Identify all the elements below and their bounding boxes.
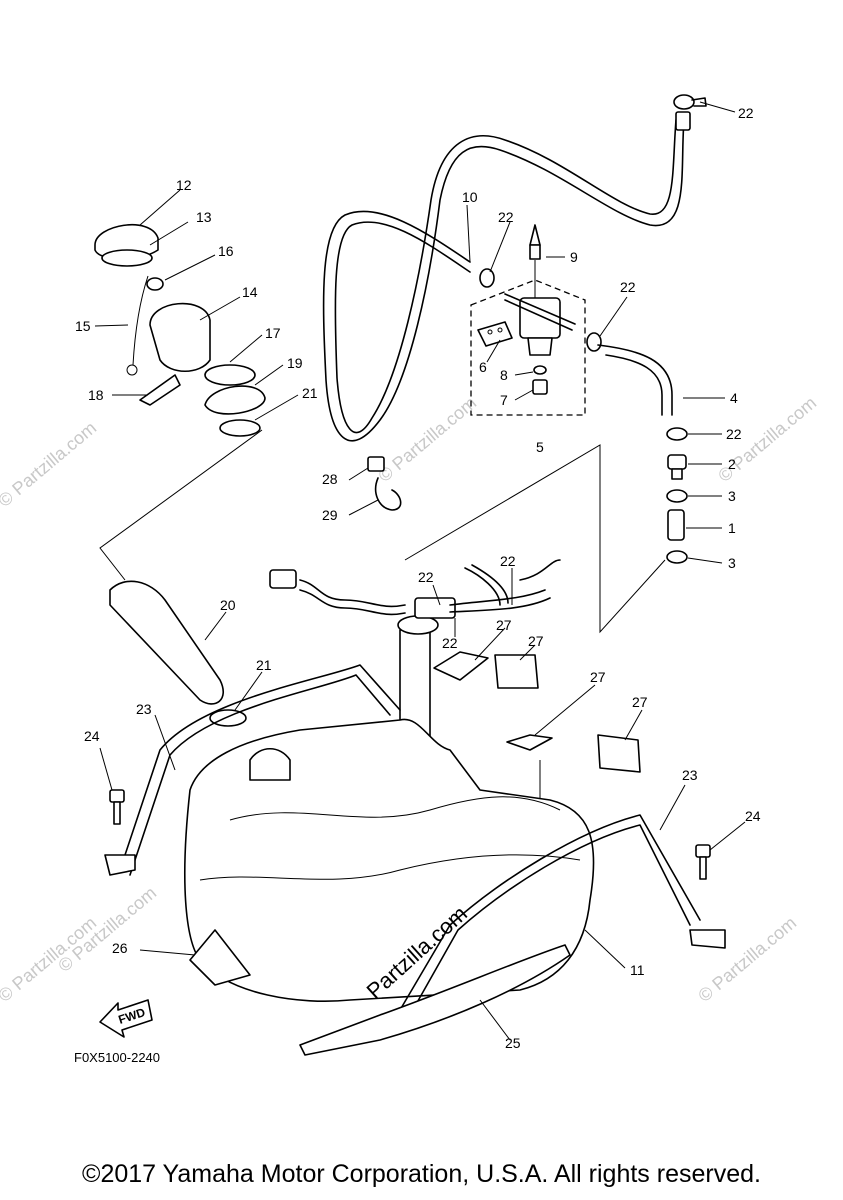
- joint-parts-stack: [666, 427, 688, 564]
- hose-clamp: [209, 709, 247, 727]
- callout-25: 25: [505, 1035, 521, 1051]
- vent-hose: [322, 119, 685, 442]
- filter-clamps: [479, 268, 602, 352]
- filler-hose: [109, 580, 224, 705]
- callout-24: 24: [84, 728, 100, 744]
- callout-leaders: [94, 101, 746, 1041]
- callout-15: 15: [75, 318, 91, 334]
- hose-clamp-top: [673, 94, 707, 131]
- leader-line: [99, 429, 263, 581]
- callout-22: 22: [500, 553, 516, 569]
- watermark-text: © Partzilla.com: [694, 913, 800, 1006]
- callout-18: 18: [88, 387, 104, 403]
- callout-1: 1: [728, 520, 736, 536]
- callout-12: 12: [176, 177, 192, 193]
- bottom-pad: [299, 944, 571, 1056]
- callout-17: 17: [265, 325, 281, 341]
- callout-5: 5: [536, 439, 544, 455]
- fwd-arrow-icon: FWD: [99, 999, 153, 1038]
- callout-27: 27: [496, 617, 512, 633]
- watermark-text: © Partzilla.com: [0, 418, 100, 511]
- watermark-text: © Partzilla.com: [374, 393, 480, 486]
- callout-10: 10: [462, 189, 478, 205]
- bolts: [109, 789, 711, 880]
- callout-3: 3: [728, 555, 736, 571]
- callout-numbers: 22 12 13 16 14 15 17 18 19 21 10 22 9 22…: [75, 105, 761, 1051]
- leader-line: [404, 444, 666, 634]
- callout-22: 22: [442, 635, 458, 651]
- callout-22: 22: [418, 569, 434, 585]
- callout-9: 9: [570, 249, 578, 265]
- callout-22: 22: [620, 279, 636, 295]
- tank-straps: [104, 664, 726, 1016]
- callout-21: 21: [302, 385, 318, 401]
- callout-24: 24: [745, 808, 761, 824]
- callout-11: 11: [630, 962, 645, 978]
- side-pad: [189, 929, 251, 986]
- callout-22: 22: [738, 105, 754, 121]
- callout-13: 13: [196, 209, 212, 225]
- callout-21: 21: [256, 657, 272, 673]
- filter-assembly-box: [470, 279, 586, 416]
- callout-22: 22: [498, 209, 514, 225]
- callout-6: 6: [479, 359, 487, 375]
- callout-2: 2: [728, 456, 736, 472]
- callout-22: 22: [726, 426, 742, 442]
- callout-27: 27: [632, 694, 648, 710]
- callout-23: 23: [682, 767, 698, 783]
- callout-26: 26: [112, 940, 128, 956]
- diagram-code: F0X5100-2240: [74, 1050, 160, 1065]
- callout-4: 4: [730, 390, 738, 406]
- callout-27: 27: [590, 669, 606, 685]
- fuel-hose: [597, 344, 673, 416]
- callout-27: 27: [528, 633, 544, 649]
- callout-20: 20: [220, 597, 236, 613]
- pads: [433, 651, 641, 773]
- callout-3: 3: [728, 488, 736, 504]
- copyright-notice: ©2017 Yamaha Motor Corporation, U.S.A. A…: [82, 1160, 761, 1188]
- fuel-filter: [477, 224, 576, 395]
- clip-parts: [367, 456, 402, 511]
- callout-28: 28: [322, 471, 338, 487]
- callout-19: 19: [287, 355, 303, 371]
- callout-8: 8: [500, 367, 508, 383]
- callout-29: 29: [322, 507, 338, 523]
- callout-14: 14: [242, 284, 258, 300]
- callout-23: 23: [136, 701, 152, 717]
- callout-7: 7: [500, 392, 508, 408]
- callout-16: 16: [218, 243, 234, 259]
- filler-cap-assembly: [94, 224, 266, 437]
